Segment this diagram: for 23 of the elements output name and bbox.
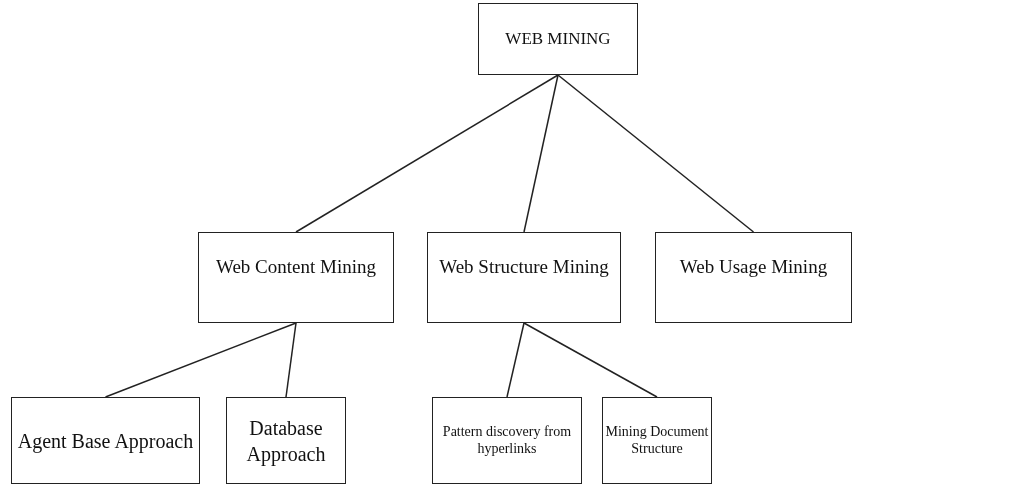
box — [655, 232, 852, 323]
connector-line — [557, 74, 755, 233]
box — [11, 397, 200, 484]
box-label: Web Usage Mining — [679, 255, 828, 279]
connector-line — [506, 322, 525, 398]
box-label: WEB MINING — [505, 27, 611, 50]
connector-line — [523, 74, 559, 233]
box-label: Database Approach — [245, 415, 327, 467]
connector-line — [285, 322, 297, 398]
box-label: Pattern discovery from hyperlinks — [441, 424, 573, 457]
box — [478, 3, 638, 75]
box — [198, 232, 394, 323]
box — [226, 397, 346, 484]
box-label: Web Structure Mining — [439, 255, 609, 279]
box-label: Agent Base Approach — [17, 428, 194, 454]
box — [432, 397, 582, 484]
connector-line — [104, 322, 297, 398]
box — [602, 397, 712, 484]
connector-line — [523, 322, 658, 398]
connector-line — [295, 74, 559, 233]
box-label: Mining Document Structure — [604, 424, 710, 457]
box-label: Web Content Mining — [216, 255, 376, 279]
box — [427, 232, 621, 323]
